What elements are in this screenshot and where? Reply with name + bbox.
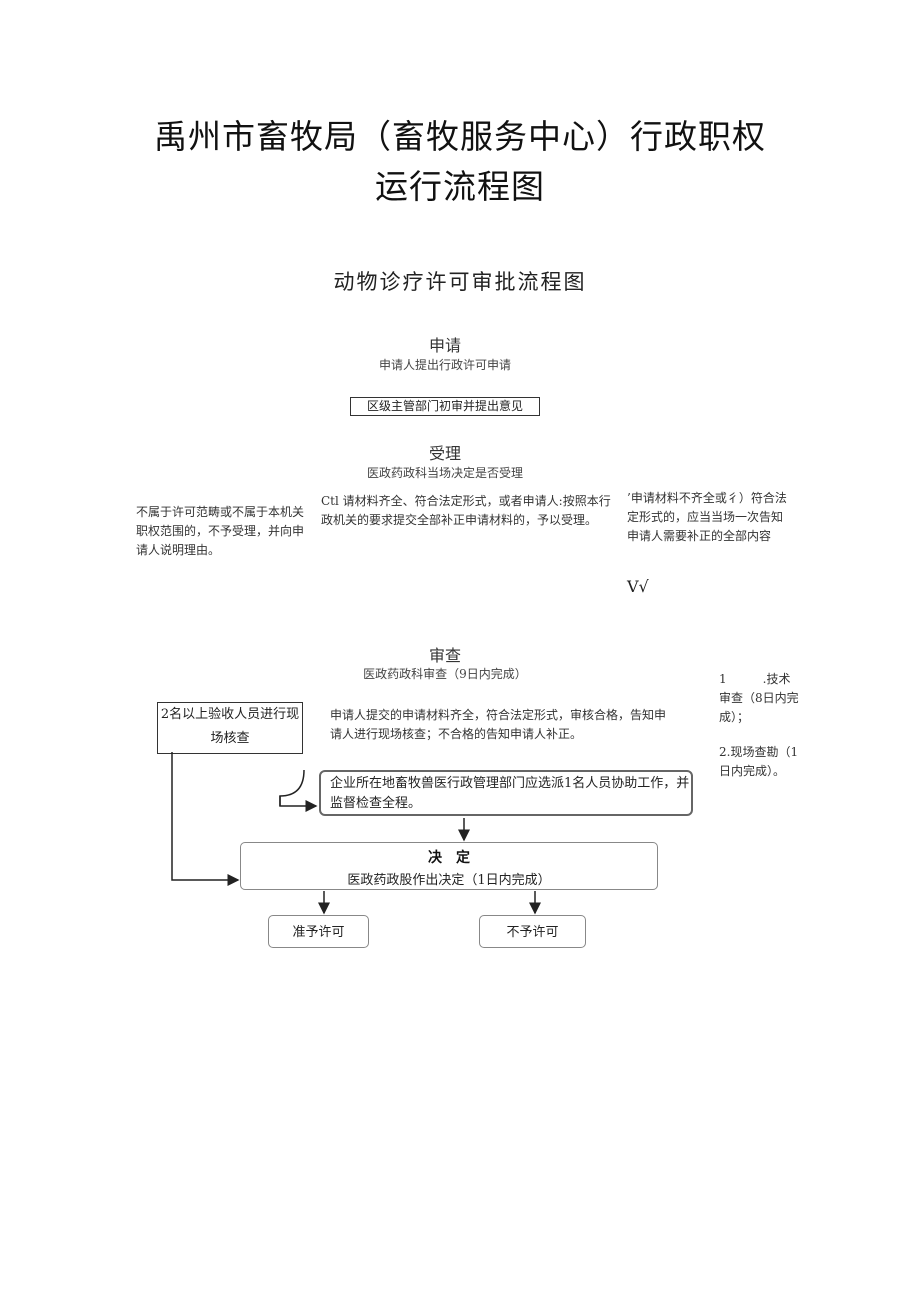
review-time-note-2: 2.现场查勘（1日内完成）。 xyxy=(719,745,799,778)
review-step-title: 审查 xyxy=(428,646,461,665)
apply-step-title: 申请 xyxy=(428,336,461,355)
onsite-inspection-box: 2名以上验收人员进行现场核查 xyxy=(157,702,303,754)
review-step-desc: 医政药政科审查（9日内完成） xyxy=(363,667,527,681)
initial-review-box: 区级主管部门初审并提出意见 xyxy=(350,397,540,416)
decision-box: 决 定 医政药政股作出决定（1日内完成） xyxy=(240,842,658,890)
accept-step-desc: 医政药政科当场决定是否受理 xyxy=(366,466,523,480)
decision-desc: 医政药政股作出决定（1日内完成） xyxy=(347,873,551,888)
check-mark: V√ xyxy=(627,577,649,596)
page-title-line-2: 运行流程图 xyxy=(375,167,545,206)
accepted-note: Ctl 请材料齐全、符合法定形式，或者申请人:按照本行政机关的要求提交全部补正申… xyxy=(321,494,611,527)
accept-step-title: 受理 xyxy=(428,444,461,463)
apply-step-desc: 申请人提出行政许可申请 xyxy=(378,358,511,372)
page-title-line-1: 禹州市畜牧局（畜牧服务中心）行政职权 xyxy=(154,117,766,156)
into-assist-arrow xyxy=(279,769,318,812)
approve-permit-box: 准予许可 xyxy=(268,915,369,948)
review-result-note: 申请人提交的申请材料齐全，符合法定形式，审核合格，告知申请人进行现场核查；不合格… xyxy=(330,708,667,741)
flowchart-subtitle: 动物诊疗许可审批流程图 xyxy=(333,270,587,294)
supplement-note: ’申请材料不齐全或彳）符合法定形式的，应当当场一次告知申请人需要补正的全部内容 xyxy=(627,491,787,543)
review-time-note-1: 1 .技术审查（8日内完成）； xyxy=(719,672,799,724)
decision-title: 决 定 xyxy=(428,850,470,866)
deny-permit-box: 不予许可 xyxy=(479,915,586,948)
not-accepted-note: 不属于许可范畴或不属于本机关职权范围的，不予受理，并向申请人说明理由。 xyxy=(136,505,305,557)
assist-supervision-box: 企业所在地畜牧兽医行政管理部门应选派1名人员协助工作，并监督检查全程。 xyxy=(319,770,693,816)
onsite-to-decision-arrow xyxy=(171,752,240,886)
